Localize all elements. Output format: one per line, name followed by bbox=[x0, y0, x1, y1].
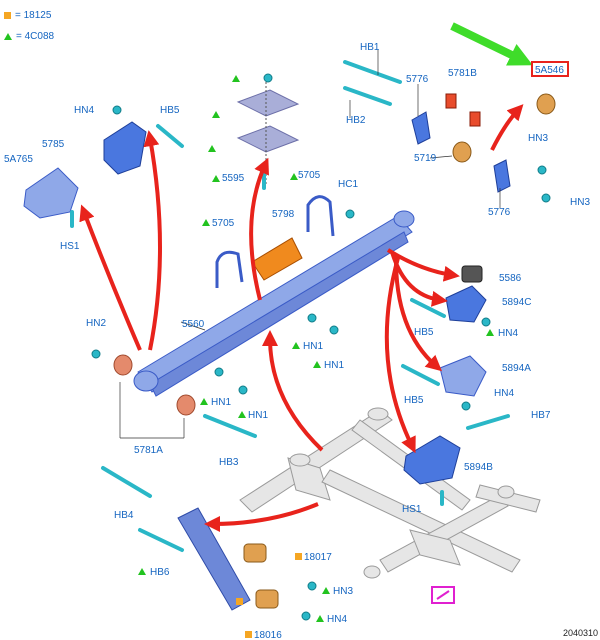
shackle-parts bbox=[411, 93, 556, 193]
label-hn2: HN2 bbox=[86, 318, 106, 329]
label-hn3-right: HN3 bbox=[570, 197, 590, 208]
label-hn1-b: HN1 bbox=[324, 360, 344, 371]
leaf-spring-5560 bbox=[133, 210, 415, 397]
label-5586: 5586 bbox=[499, 273, 522, 284]
label-18017: 18017 bbox=[304, 552, 332, 563]
label-hb5-top: HB5 bbox=[160, 105, 180, 116]
shock-absorber bbox=[177, 507, 251, 611]
nuts bbox=[91, 73, 551, 621]
label-5595: 5595 bbox=[222, 173, 245, 184]
label-hn3-low: HN3 bbox=[333, 586, 353, 597]
axle-frame bbox=[239, 407, 541, 579]
label-hn3-top: HN3 bbox=[528, 133, 548, 144]
green-pointer-arrow bbox=[450, 22, 533, 66]
u-bolt-left bbox=[215, 250, 244, 288]
label-5a765: 5A765 bbox=[4, 154, 33, 165]
bracket-5894b bbox=[403, 435, 461, 485]
red-callout-arrows bbox=[79, 104, 524, 532]
shim-lower bbox=[236, 125, 300, 153]
label-5705-left: 5705 bbox=[212, 218, 235, 229]
label-5776a: 5776 bbox=[406, 74, 429, 85]
bracket-5a765 bbox=[23, 167, 79, 219]
label-hn4-mid: HN4 bbox=[498, 328, 518, 339]
bracket-5785 bbox=[103, 121, 147, 175]
orange-square-icon bbox=[4, 12, 11, 19]
shock-bushing-upper bbox=[243, 543, 267, 563]
label-hb5-mid: HB5 bbox=[414, 327, 434, 338]
label-5894c: 5894C bbox=[502, 297, 531, 308]
shock-bushing-lower bbox=[255, 589, 279, 609]
label-hb1: HB1 bbox=[360, 42, 380, 53]
label-hn1-d: HN1 bbox=[248, 410, 268, 421]
label-hb6: HB6 bbox=[150, 567, 170, 578]
label-hn1-c: HN1 bbox=[211, 397, 231, 408]
bump-stop-5586 bbox=[461, 265, 483, 283]
label-hn4-top: HN4 bbox=[74, 105, 94, 116]
label-5a546: 5A546 bbox=[535, 65, 564, 76]
legend-square-row: = 18125 bbox=[4, 10, 51, 21]
triangle-markers bbox=[138, 75, 494, 622]
label-5705-top: 5705 bbox=[298, 170, 321, 181]
label-hc1: HC1 bbox=[338, 179, 358, 190]
part-labels: HB1 HB2 5776 5781B 5A546 HN4 HB5 5785 5A… bbox=[4, 42, 590, 640]
label-hb3: HB3 bbox=[219, 457, 239, 468]
label-hb2: HB2 bbox=[346, 115, 366, 126]
leader-lines bbox=[119, 50, 501, 439]
legend-square-text: = 18125 bbox=[15, 10, 52, 21]
shim-upper bbox=[236, 89, 300, 117]
bolts bbox=[70, 60, 510, 552]
label-hb4: HB4 bbox=[114, 510, 134, 521]
bracket-5894c bbox=[445, 285, 487, 323]
figure-number: 2040310 bbox=[562, 628, 598, 638]
label-hn1-a: HN1 bbox=[303, 341, 323, 352]
label-hb5-low: HB5 bbox=[404, 395, 424, 406]
square-markers bbox=[236, 553, 302, 638]
label-hs1-left: HS1 bbox=[60, 241, 80, 252]
label-5894b: 5894B bbox=[464, 462, 493, 473]
label-5560: 5560 bbox=[182, 319, 205, 330]
bracket-5894a bbox=[439, 355, 487, 397]
label-5798: 5798 bbox=[272, 209, 295, 220]
highlight-box-5a546 bbox=[531, 61, 569, 77]
green-triangle-icon bbox=[4, 33, 12, 40]
label-5719: 5719 bbox=[414, 153, 437, 164]
label-hs1-low: HS1 bbox=[402, 504, 422, 515]
label-hn4-low: HN4 bbox=[494, 388, 514, 399]
legend-triangle-row: = 4C088 bbox=[4, 31, 54, 42]
u-bolt-right bbox=[306, 195, 335, 237]
label-hn4-bottom: HN4 bbox=[327, 614, 347, 625]
label-5781a: 5781A bbox=[134, 445, 163, 456]
label-5785: 5785 bbox=[42, 139, 65, 150]
bushings-5781a bbox=[113, 354, 196, 416]
label-18016: 18016 bbox=[254, 630, 282, 640]
view-arrow-box bbox=[431, 586, 455, 604]
label-5781b: 5781B bbox=[448, 68, 477, 79]
spring-seat-5798 bbox=[251, 237, 303, 281]
label-5776b: 5776 bbox=[488, 207, 511, 218]
label-5894a: 5894A bbox=[502, 363, 531, 374]
label-hb7: HB7 bbox=[531, 410, 551, 421]
legend-triangle-text: = 4C088 bbox=[16, 31, 55, 42]
